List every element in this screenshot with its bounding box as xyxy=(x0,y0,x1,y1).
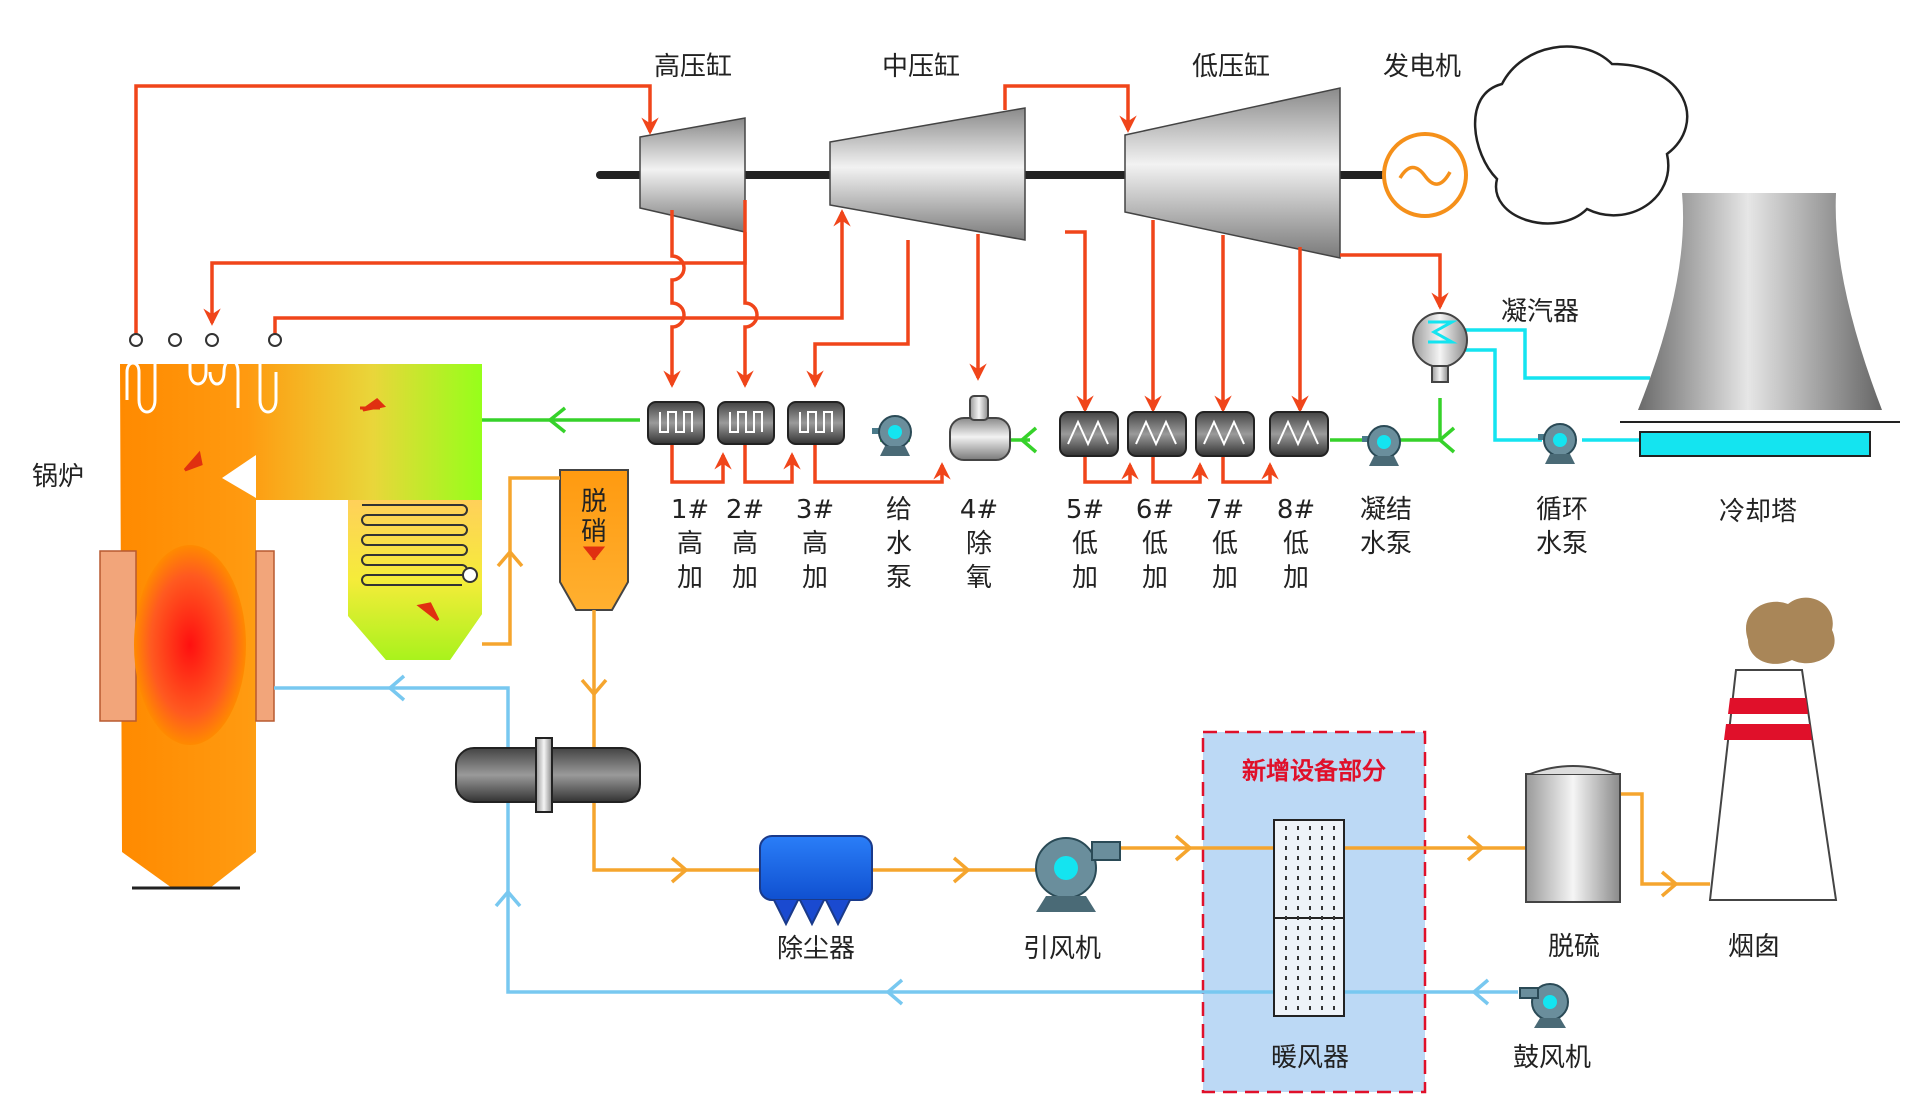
heater3-label-1: 3# xyxy=(796,495,834,525)
fgd-label: 脱硫 xyxy=(1548,932,1600,962)
denox-label-2: 硝 xyxy=(581,517,607,547)
heater8-label-3: 加 xyxy=(1283,563,1309,593)
flow-arrow-icon xyxy=(360,398,387,412)
air-heater-label: 暖风器 xyxy=(1271,1043,1349,1073)
heater8-label-2: 低 xyxy=(1283,529,1309,559)
heater6-label-2: 低 xyxy=(1142,529,1168,559)
heater7-label-1: 7# xyxy=(1206,495,1244,525)
condensate-pump-label-1: 凝结 xyxy=(1360,495,1412,525)
feed-pump-label-1: 给 xyxy=(886,495,912,525)
heater7-label-3: 加 xyxy=(1212,563,1238,593)
chimney-icon xyxy=(1708,597,1838,901)
heater-1 xyxy=(647,401,705,445)
heater3-label-2: 高 xyxy=(802,529,828,559)
heater2-label-2: 高 xyxy=(732,529,758,559)
heater2-label-3: 加 xyxy=(732,563,758,593)
denox-icon xyxy=(559,469,629,611)
id-fan-label: 引风机 xyxy=(1023,934,1101,964)
heat-exchanger-icon xyxy=(1195,411,1255,457)
deaerator-label-3: 氧 xyxy=(966,563,992,593)
heater3-label-3: 加 xyxy=(802,563,828,593)
ip-turbine-label: 中压缸 xyxy=(882,52,960,82)
circ-pump-label-1: 循环 xyxy=(1536,495,1588,525)
feed-train-labels: 1# 高 加 2# 高 加 3# 高 加 给 水 泵 4# 除 氧 5# 低 加… xyxy=(671,495,1588,593)
heater1-label-3: 加 xyxy=(677,563,703,593)
generator-label: 发电机 xyxy=(1383,52,1461,82)
heater-6 xyxy=(1127,411,1187,457)
condensate-pump-icon xyxy=(1362,425,1401,466)
fd-fan-icon xyxy=(1519,983,1569,1028)
circ-pump-label-2: 水泵 xyxy=(1536,529,1588,559)
heat-exchanger-icon xyxy=(1127,411,1187,457)
circulating-pump-icon xyxy=(1538,423,1577,464)
chimney-label: 烟囱 xyxy=(1728,932,1780,962)
hp-turbine-label: 高压缸 xyxy=(654,52,732,82)
steam-lines xyxy=(134,84,1449,484)
heater1-label-1: 1# xyxy=(671,495,709,525)
fd-fan-label: 鼓风机 xyxy=(1513,1043,1591,1073)
cooling-tower-icon xyxy=(1473,45,1900,457)
ip-turbine xyxy=(829,107,1026,241)
air-lines xyxy=(274,674,1518,1006)
flow-arrow-icon xyxy=(183,450,203,472)
heater-3 xyxy=(787,401,845,445)
heater8-label-1: 8# xyxy=(1277,495,1315,525)
heater-2 xyxy=(717,401,775,445)
heater-5 xyxy=(1059,411,1119,457)
heater6-label-3: 加 xyxy=(1142,563,1168,593)
heat-exchanger-icon xyxy=(1059,411,1119,457)
heater2-label-1: 2# xyxy=(726,495,764,525)
condenser-label: 凝汽器 xyxy=(1501,297,1579,327)
heater7-label-2: 低 xyxy=(1212,529,1238,559)
flow-arrow-icon xyxy=(582,546,606,561)
cooling-tower-label: 冷却塔 xyxy=(1719,497,1797,527)
cooling-water-lines xyxy=(1460,328,1650,442)
air-heater-icon xyxy=(1273,819,1345,1017)
heater1-label-2: 高 xyxy=(677,529,703,559)
boiler xyxy=(99,333,482,890)
heater-8 xyxy=(1269,411,1329,457)
generator-symbol-icon xyxy=(1382,132,1468,218)
dust-collector-label: 除尘器 xyxy=(777,934,855,964)
deaerator-icon xyxy=(949,395,1011,461)
heat-exchanger-icon xyxy=(1269,411,1329,457)
lp-turbine-label: 低压缸 xyxy=(1192,52,1270,82)
boiler-label: 锅炉 xyxy=(32,462,84,492)
condenser-icon xyxy=(1412,312,1468,383)
heater6-label-1: 6# xyxy=(1136,495,1174,525)
feed-pump-label-2: 水 xyxy=(886,529,912,559)
feed-pump-icon xyxy=(872,415,912,456)
condensate-pump-label-2: 水泵 xyxy=(1360,529,1412,559)
denox-label-1: 脱 xyxy=(581,487,607,517)
rotary-air-preheater-icon xyxy=(455,737,641,813)
deaerator-label-1: 4# xyxy=(960,495,998,525)
deaerator-label-2: 除 xyxy=(966,529,992,559)
hp-turbine xyxy=(639,117,746,233)
heater5-label-3: 加 xyxy=(1072,563,1098,593)
lp-turbine xyxy=(1124,87,1341,259)
fgd-icon xyxy=(1525,765,1621,903)
dust-collector-icon xyxy=(759,835,873,927)
flow-arrow-icon xyxy=(416,602,440,622)
id-fan-icon xyxy=(1035,837,1121,912)
heater5-label-1: 5# xyxy=(1066,495,1104,525)
heater-7 xyxy=(1195,411,1255,457)
new-section-label: 新增设备部分 xyxy=(1242,757,1386,785)
heater5-label-2: 低 xyxy=(1072,529,1098,559)
feed-pump-label-3: 泵 xyxy=(886,563,912,593)
